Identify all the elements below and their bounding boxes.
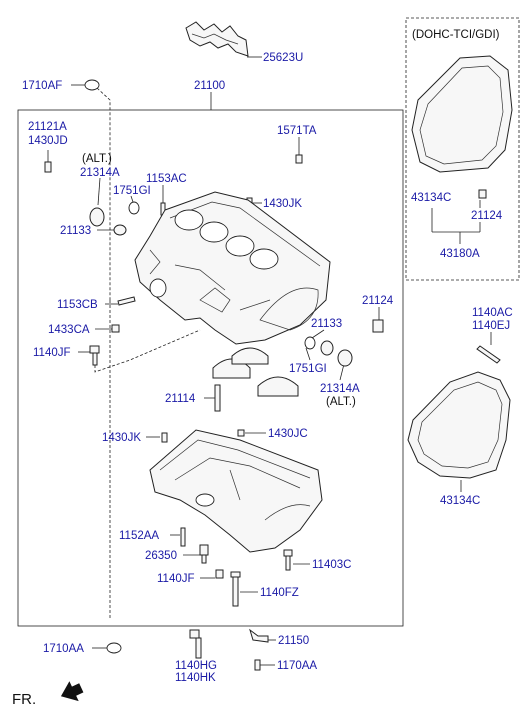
label-1140fz: 1140FZ [260,587,299,599]
bolt-1140jf-low [215,569,224,579]
bolt-1140fz [230,571,241,607]
label-21314a-top: 21314A [80,167,120,179]
label-21150: 21150 [278,635,309,647]
sensor-26350 [199,544,209,564]
label-1751gi-mid: 1751GI [289,363,327,375]
plug-21124-box [478,189,487,199]
dohc-option-frame [405,17,520,281]
gasket-43134c-box [411,55,513,173]
plug-21133-top [113,224,127,236]
pin-1430jk-low [161,432,168,443]
bolt-1140jf-top [89,345,100,366]
label-1430jc: 1430JC [268,428,308,440]
label-1751gi-top: 1751GI [113,185,151,197]
label-21124-box: 21124 [471,210,503,222]
label-21124-mid: 21124 [362,295,394,307]
label-1140ej: 1140EJ [472,320,510,332]
plug-21133-mid [320,340,334,356]
o-ring-1710af [84,79,100,91]
label-1153cb: 1153CB [57,299,98,311]
label-1140hk: 1140HK [175,672,216,684]
label-21314a-mid: 21314A [320,383,360,395]
label-26350: 26350 [145,550,177,562]
label-1152aa: 1152AA [119,530,159,542]
heat-shield-part [185,21,249,57]
label-43180a: 43180A [440,248,480,260]
bracket-21150 [249,628,269,643]
label-43134c-box: 43134C [411,192,451,204]
label-1140hg: 1140HG [175,660,217,672]
label-dohc-tci-gdi: (DOHC-TCI/GDI) [412,29,500,41]
label-alt-top: (ALT.) [82,153,112,165]
label-1140jf-low: 1140JF [157,573,195,585]
label-1430jk-top: 1430JK [263,198,302,210]
label-1710aa: 1710AA [43,643,84,655]
label-21114: 21114 [165,393,196,405]
pin-1430jc [237,429,245,437]
label-1170aa: 1170AA [277,660,317,672]
label-alt-mid: (ALT.) [326,396,356,408]
bolt-11403c [283,549,293,571]
dowel-1153cb [117,296,136,306]
label-1433ca: 1433CA [48,324,90,336]
cup-plug-21314a-mid [337,349,353,367]
plug-1433ca [111,324,120,333]
front-direction-arrow-icon [60,681,84,702]
bearing-caps-21114 [212,347,299,412]
o-ring-1710aa [106,642,122,654]
label-front-direction: FR. [12,691,36,708]
label-1140jf-top: 1140JF [33,347,71,359]
dowel-1152aa [180,527,186,547]
label-1710af: 1710AF [22,80,62,92]
label-1571ta: 1571TA [277,125,317,137]
label-1140ac: 1140AC [472,307,513,319]
oil-pan-upper [149,429,323,553]
label-43134c-right: 43134C [440,495,480,507]
label-21133-top: 21133 [60,225,91,237]
label-1430jd: 1430JD [28,135,68,147]
bolt-1140ac [476,345,501,364]
plug-21121a [44,161,52,173]
label-11403c: 11403C [312,559,351,571]
label-1153ac: 1153AC [146,173,187,185]
plug-21124-mid [372,319,384,333]
label-21121a: 21121A [28,121,67,133]
label-21100: 21100 [194,80,225,92]
label-21133-mid: 21133 [311,318,342,330]
cylinder-block-21100 [134,191,331,345]
cup-plug-21314a [89,207,105,227]
main-assembly-frame [17,109,404,627]
gasket-43134c-right [407,371,511,479]
seal-1751gi-mid [304,336,316,350]
bolt-1571ta [295,154,303,164]
label-25623u: 25623U [263,52,303,64]
bolt-1170aa [254,659,261,671]
seal-1751gi [128,201,140,215]
label-1430jk-low: 1430JK [102,432,141,444]
bolt-1140hg [189,629,202,659]
